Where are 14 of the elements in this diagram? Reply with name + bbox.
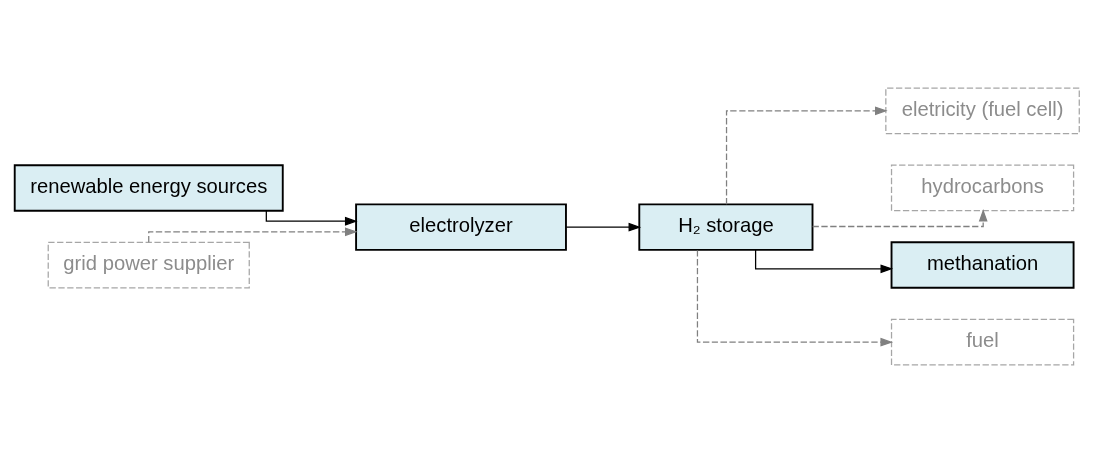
arrow <box>265 210 358 226</box>
node-box: H₂ storage <box>638 203 814 251</box>
arrow <box>725 106 888 205</box>
node-box: hydrocarbons <box>890 164 1075 212</box>
node-box: renewable energy sources <box>13 164 284 212</box>
arrow <box>755 249 894 274</box>
node-box: fuel <box>890 318 1075 366</box>
arrow <box>696 249 894 347</box>
node-box: eletricity (fuel cell) <box>885 87 1080 135</box>
arrow <box>812 208 988 228</box>
node-box: electrolyzer <box>355 203 567 251</box>
node-box: methanation <box>890 241 1075 289</box>
node-box: grid power supplier <box>47 241 250 289</box>
arrow <box>565 222 642 232</box>
